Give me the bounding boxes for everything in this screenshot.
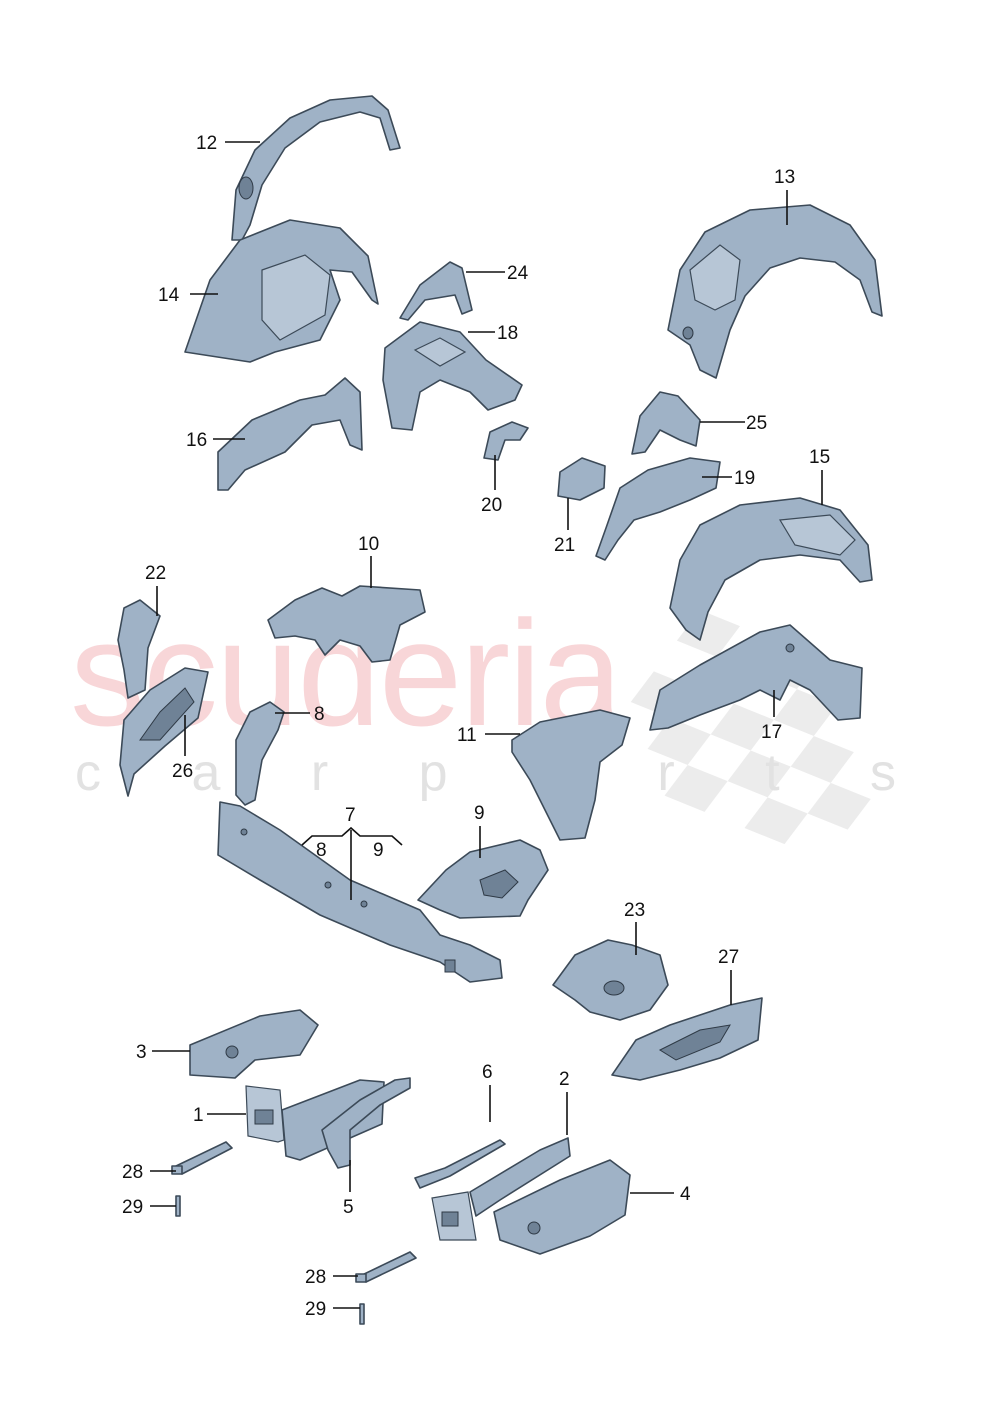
callout-7-sub-9: 9 — [373, 840, 384, 861]
part-13-wheelhouse-outer — [667, 204, 883, 379]
callout-15: 15 — [809, 447, 830, 468]
callout-labels: 12 13 14 24 18 16 25 19 15 20 21 10 22 8… — [122, 133, 830, 1320]
leader-lines — [150, 141, 823, 1309]
part-28-29-bolt-set-left — [171, 1141, 233, 1217]
callout-21: 21 — [554, 535, 575, 556]
part-12-wheelhouse-upper — [231, 95, 401, 241]
part-5-bracket — [321, 1077, 411, 1169]
callout-29-right: 29 — [305, 1299, 326, 1320]
callout-8: 8 — [314, 704, 325, 725]
part-8-pillar — [235, 701, 285, 806]
part-9-bracket — [417, 839, 549, 919]
part-20-bracket — [483, 421, 529, 461]
callout-13: 13 — [774, 167, 795, 188]
callout-7: 7 — [345, 805, 356, 826]
callout-2: 2 — [559, 1069, 570, 1090]
callout-16: 16 — [186, 430, 207, 451]
part-6-strip — [414, 1139, 506, 1189]
watermark-subtitle: c a r p a r t s — [75, 744, 934, 802]
part-14-wheelhouse-inner — [184, 219, 379, 363]
part-21-bracket — [557, 457, 606, 501]
checkerboard-watermark — [630, 610, 871, 845]
callout-29-left: 29 — [122, 1197, 143, 1218]
callout-3: 3 — [136, 1042, 147, 1063]
part-7-crossmember — [217, 801, 503, 983]
callout-10: 10 — [358, 534, 379, 555]
part-26-panel — [119, 667, 209, 797]
callout-24: 24 — [507, 263, 529, 284]
part-28-29-bolt-set-right — [355, 1251, 417, 1325]
part-24-bracket — [399, 261, 473, 321]
part-10-bracket — [267, 585, 426, 663]
part-15-wheelhouse-rear — [669, 497, 873, 641]
callout-12: 12 — [196, 133, 217, 154]
part-25-bracket — [631, 391, 701, 455]
callout-22: 22 — [145, 563, 166, 584]
callout-11: 11 — [457, 725, 477, 746]
part-27-panel — [611, 997, 763, 1081]
callout-5: 5 — [343, 1197, 354, 1218]
callout-26: 26 — [172, 761, 193, 782]
part-3-floor-plate — [189, 1009, 319, 1079]
part-11-bracket — [511, 709, 631, 841]
callout-7-sub-8: 8 — [316, 840, 327, 861]
callout-6: 6 — [482, 1062, 493, 1083]
callout-20: 20 — [481, 495, 502, 516]
part-16-side-member — [217, 377, 363, 491]
part-2-longitudinal-member — [431, 1137, 571, 1241]
callout-25: 25 — [746, 413, 767, 434]
callout-18: 18 — [497, 323, 518, 344]
callout-17: 17 — [761, 722, 782, 743]
part-19-cover — [595, 457, 721, 561]
callout-28-left: 28 — [122, 1162, 143, 1183]
callout-19: 19 — [734, 468, 755, 489]
part-1-longitudinal-member — [245, 1079, 385, 1161]
part-23-bracket — [552, 939, 669, 1021]
part-17-side-member — [649, 624, 863, 731]
callout-27: 27 — [718, 947, 739, 968]
part-22-bracket — [117, 599, 161, 699]
callout-1: 1 — [193, 1105, 204, 1126]
callout-14: 14 — [158, 285, 180, 306]
callout-23: 23 — [624, 900, 645, 921]
callout-4: 4 — [680, 1184, 691, 1205]
part-18-console — [382, 321, 523, 431]
part-4-floor-plate — [493, 1159, 631, 1255]
callout-28-right: 28 — [305, 1267, 326, 1288]
callout-9: 9 — [474, 803, 485, 824]
